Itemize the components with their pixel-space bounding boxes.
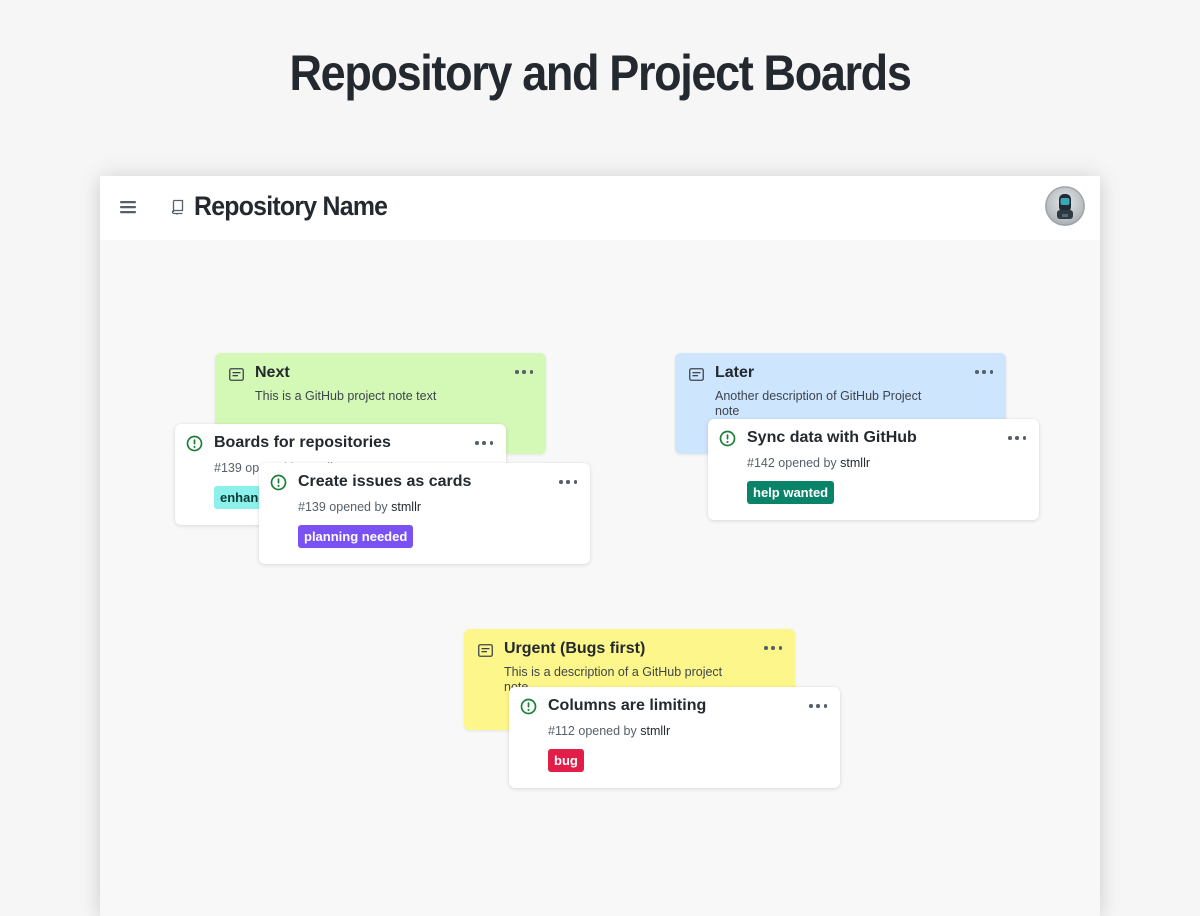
board-canvas: Next This is a GitHub project note text …	[100, 240, 1100, 916]
note-description: This is a GitHub project note text	[255, 389, 437, 403]
page-heading: Repository and Project Boards	[289, 45, 912, 101]
issue-card[interactable]: Create issues as cards #139 opened by st…	[259, 463, 590, 564]
issue-title[interactable]: Columns are limiting	[548, 697, 707, 714]
issue-author[interactable]: stmllr	[640, 724, 671, 738]
more-options-icon[interactable]	[515, 367, 533, 377]
note-icon	[229, 368, 244, 381]
issue-meta: #112 opened by stmllr	[548, 724, 670, 738]
label-badge[interactable]: planning needed	[298, 525, 414, 548]
more-options-icon[interactable]	[975, 367, 993, 377]
issue-number: #139	[214, 461, 242, 475]
issue-opened-icon	[520, 698, 537, 715]
repo-name[interactable]: Repository Name	[194, 191, 388, 221]
more-options-icon[interactable]	[559, 477, 577, 487]
issue-title[interactable]: Sync data with GitHub	[747, 429, 917, 446]
repo-book-icon	[171, 199, 184, 215]
more-options-icon[interactable]	[475, 438, 493, 448]
app-header: Repository Name	[100, 176, 1100, 240]
note-icon	[478, 644, 493, 657]
issue-opened-icon	[186, 435, 203, 452]
avatar-image	[1045, 186, 1085, 226]
note-icon	[689, 368, 704, 381]
note-description: Another description of GitHub Project no…	[715, 389, 922, 418]
user-avatar[interactable]	[1045, 186, 1085, 226]
issue-meta-prefix: opened by	[329, 500, 388, 514]
more-options-icon[interactable]	[1008, 433, 1026, 443]
label-badge[interactable]: bug	[548, 749, 584, 772]
hamburger-menu-icon[interactable]	[119, 198, 137, 216]
issue-number: #112	[548, 724, 575, 738]
app-window: Repository Name Next This is a GitHub pr…	[100, 176, 1100, 916]
issue-author[interactable]: stmllr	[391, 500, 422, 514]
issue-title[interactable]: Boards for repositories	[214, 434, 391, 451]
issue-meta: #139 opened by stmllr	[298, 500, 421, 514]
issue-meta-prefix: opened by	[778, 456, 837, 470]
issue-number: #139	[298, 500, 326, 514]
issue-opened-icon	[719, 430, 736, 447]
issue-author[interactable]: stmllr	[840, 456, 871, 470]
more-options-icon[interactable]	[809, 701, 827, 711]
issue-meta-prefix: opened by	[578, 724, 637, 738]
note-title: Later	[715, 364, 755, 381]
issue-card[interactable]: Columns are limiting #112 opened by stml…	[509, 687, 840, 788]
more-options-icon[interactable]	[764, 643, 782, 653]
note-title: Next	[255, 364, 290, 381]
issue-number: #142	[747, 456, 775, 470]
label-badge[interactable]: help wanted	[747, 481, 835, 504]
issue-title[interactable]: Create issues as cards	[298, 473, 472, 490]
issue-opened-icon	[270, 474, 287, 491]
note-title: Urgent (Bugs first)	[504, 640, 646, 657]
issue-meta: #142 opened by stmllr	[747, 456, 870, 470]
issue-card[interactable]: Sync data with GitHub #142 opened by stm…	[708, 419, 1039, 520]
